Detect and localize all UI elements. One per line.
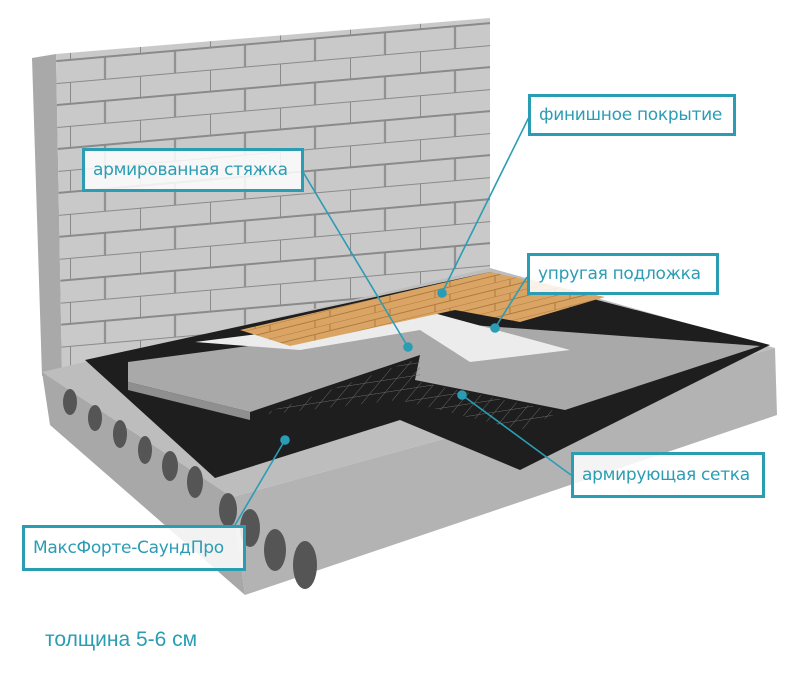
thickness-note: толщина 5-6 см <box>45 628 198 651</box>
label-reinforced-screed: армированная стяжка <box>82 148 304 192</box>
label-product: МаксФорте-СаундПро <box>22 525 246 571</box>
block-wall <box>56 18 490 372</box>
label-reinforcing-mesh: армирующая сетка <box>571 452 765 498</box>
hollow-core-slab-front-face <box>232 348 777 595</box>
label-elastic-underlay: упругая подложка <box>527 253 719 295</box>
label-finish-coating: финишное покрытие <box>528 94 736 136</box>
leader-lines <box>234 114 572 526</box>
screed-front-edge <box>128 382 250 420</box>
slab-holes <box>63 389 317 589</box>
finish-flooring <box>240 272 605 346</box>
block-wall-side <box>32 54 62 376</box>
elastic-underlay <box>195 312 570 362</box>
